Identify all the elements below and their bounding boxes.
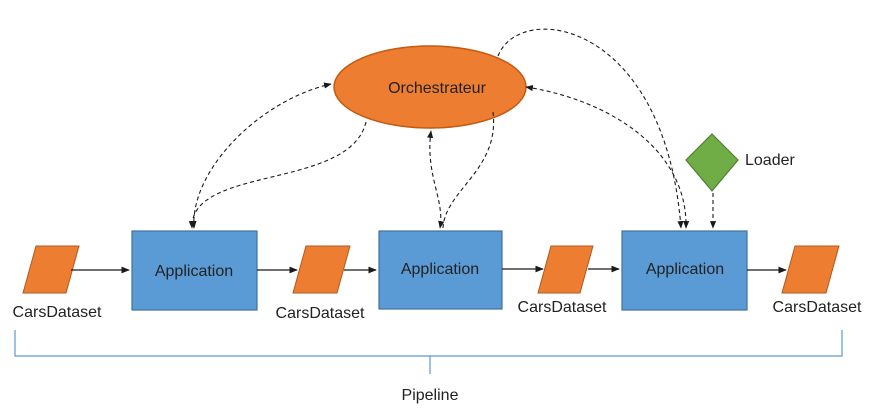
application-label: Application (646, 261, 724, 278)
dataset-node-1[interactable]: CarsDataset (13, 245, 102, 321)
application-node-3[interactable]: Application (621, 230, 748, 311)
dataset-label: CarsDataset (276, 305, 365, 322)
application-node-1[interactable]: Application (131, 230, 258, 311)
control-connector (190, 82, 332, 229)
dataset-shape (22, 245, 80, 294)
dataset-shape (292, 245, 351, 294)
dataset-shape (537, 245, 594, 294)
dataset-node-3[interactable]: CarsDataset (518, 245, 607, 316)
dataset-label: CarsDataset (13, 304, 102, 321)
dataset-node-2[interactable]: CarsDataset (276, 245, 365, 322)
pipeline-label: Pipeline (402, 387, 459, 404)
control-connector (427, 130, 445, 229)
application-box (378, 230, 503, 310)
application-node-2[interactable]: Application (378, 230, 503, 310)
loader-label: Loader (745, 152, 795, 169)
pipeline-brace (14, 330, 843, 374)
dataset-node-4[interactable]: CarsDataset (773, 245, 862, 316)
control-connector (525, 85, 690, 229)
loader-diamond (685, 133, 739, 192)
application-box (621, 230, 748, 311)
control-connector (497, 28, 684, 229)
orchestrator-node[interactable]: Orchestrateur (333, 45, 527, 129)
loader-node[interactable]: Loader (685, 133, 795, 192)
application-box (131, 230, 258, 311)
dataset-label: CarsDataset (518, 299, 607, 316)
application-label: Application (155, 263, 233, 280)
dataset-shape (781, 245, 840, 294)
control-connector (442, 111, 495, 229)
orchestrator-label: Orchestrateur (388, 80, 486, 97)
dataset-label: CarsDataset (773, 299, 862, 316)
application-label: Application (401, 261, 479, 278)
control-connector (188, 121, 367, 229)
